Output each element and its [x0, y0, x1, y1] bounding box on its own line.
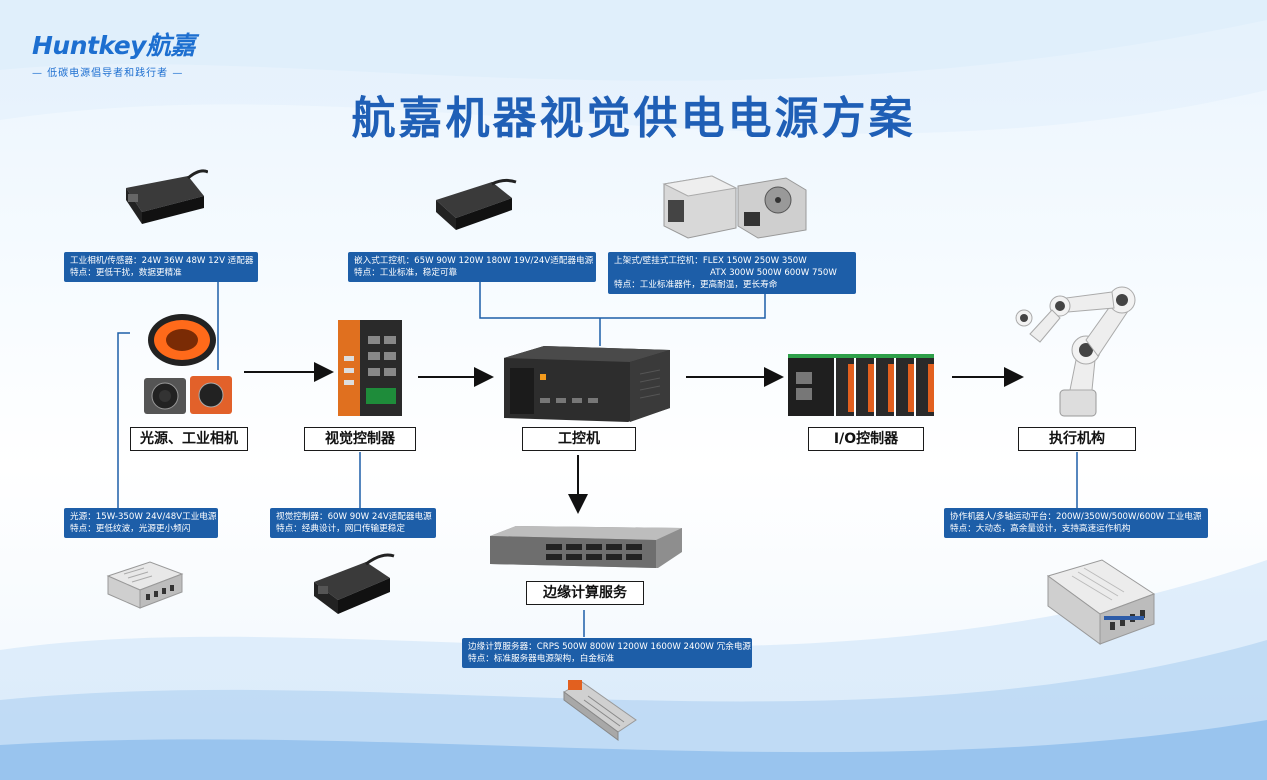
note-robot-line2: 特点：大动态，高余量设计，支持高速运作机构: [950, 524, 1131, 534]
note-edge-server-line2: 特点：标准服务器电源架构，白金标准: [468, 654, 615, 664]
node-label-io-controller: I/O控制器: [808, 427, 924, 451]
ipc-chassis-icon: [504, 346, 670, 422]
adapter-icon: [436, 178, 517, 230]
brand-name: Huntkey航嘉: [32, 31, 195, 60]
node-label-actuator: 执行机构: [1018, 427, 1136, 451]
note-light-source-line1: 光源：15W-350W 24V/48V工业电源: [70, 512, 217, 522]
note-robot: 协作机器人/多轴运动平台：200W/350W/500W/600W 工业电源特点：…: [944, 508, 1208, 538]
note-rack-ipc-line2: ATX 300W 500W 600W 750W: [710, 268, 837, 278]
note-vision-controller: 视觉控制器：60W 90W 24V适配器电源特点：经典设计，网口传输更稳定: [270, 508, 436, 538]
note-rack-ipc-line3: 特点：工业标准器件，更高耐温，更长寿命: [614, 280, 778, 290]
note-embedded-ipc-line1: 嵌入式工控机：65W 90W 120W 180W 19V/24V适配器电源: [354, 256, 594, 266]
note-camera-sensor: 工业相机/传感器：24W 36W 48W 12V 适配器特点：更低干扰，数据更精…: [64, 252, 258, 282]
note-robot-line1: 协作机器人/多轴运动平台：200W/350W/500W/600W 工业电源: [950, 512, 1202, 522]
vision-controller-icon: [338, 320, 402, 416]
industrial-psu-icon: [106, 561, 184, 609]
crps-psu-icon: [563, 680, 637, 741]
note-rack-ipc: 上架式/壁挂式工控机：FLEX 150W 250W 350W ATX 300W 5…: [608, 252, 856, 294]
note-edge-server: 边缘计算服务器：CRPS 500W 800W 1200W 1600W 2400W…: [462, 638, 752, 668]
node-label-vision-controller: 视觉控制器: [304, 427, 416, 451]
note-rack-ipc-line1: 上架式/壁挂式工控机：FLEX 150W 250W 350W: [614, 256, 807, 266]
industrial-psu-icon: [1046, 559, 1156, 645]
io-controller-icon: [788, 354, 934, 416]
brand-slogan: — 低碳电源倡导者和践行者 —: [32, 68, 184, 79]
note-light-source-line2: 特点：更低纹波，光源更小频闪: [70, 524, 191, 534]
link-ipc-top: [479, 280, 766, 319]
adapter-icon: [314, 553, 395, 614]
note-camera-sensor-line1: 工业相机/传感器：24W 36W 48W 12V 适配器: [70, 256, 254, 266]
brand-logo: Huntkey航嘉 — 低碳电源倡导者和践行者 —: [32, 26, 195, 79]
note-embedded-ipc-line2: 特点：工业标准，稳定可靠: [354, 268, 458, 278]
note-vision-controller-line1: 视觉控制器：60W 90W 24V适配器电源: [276, 512, 432, 522]
note-vision-controller-line2: 特点：经典设计，网口传输更稳定: [276, 524, 405, 534]
node-label-ipc: 工控机: [522, 427, 636, 451]
note-edge-server-line1: 边缘计算服务器：CRPS 500W 800W 1200W 1600W 2400W…: [468, 642, 752, 652]
ring-light-camera-icon: [144, 314, 232, 414]
note-camera-sensor-line2: 特点：更低干扰，数据更精准: [70, 268, 182, 278]
note-light-source: 光源：15W-350W 24V/48V工业电源特点：更低纹波，光源更小频闪: [64, 508, 218, 538]
edge-server-icon: [490, 526, 682, 568]
node-label-camera: 光源、工业相机: [130, 427, 248, 451]
note-embedded-ipc: 嵌入式工控机：65W 90W 120W 180W 19V/24V适配器电源特点：…: [348, 252, 596, 282]
page-title: 航嘉机器视觉供电电源方案: [351, 93, 916, 144]
adapter-icon: [126, 169, 208, 224]
robot-arm-icon: [1015, 286, 1136, 417]
flex-atx-psu-icon: [662, 175, 807, 239]
link-light-source: [117, 332, 130, 508]
node-label-edge-server: 边缘计算服务: [526, 581, 644, 605]
